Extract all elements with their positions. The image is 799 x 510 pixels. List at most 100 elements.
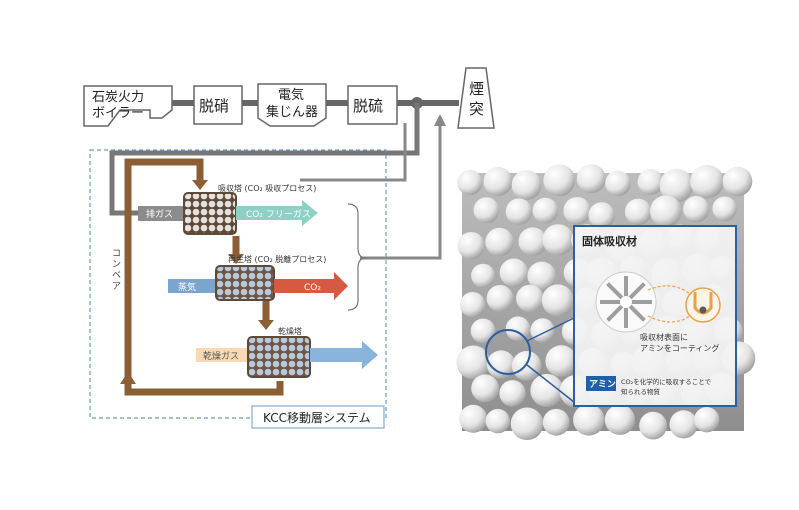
pellet-ball — [532, 197, 559, 224]
pellet-ball — [545, 345, 577, 377]
pellet-ball — [542, 224, 574, 256]
stack-box: 煙 突 — [457, 67, 495, 129]
regenerator-row: 再生塔 (CO₂ 脱離プロセス) 蒸気 CO₂ — [168, 254, 348, 301]
pellet-ball — [690, 164, 724, 199]
conveyor-label-3: ベ — [112, 271, 121, 281]
pellet-ball — [485, 408, 510, 434]
regenerator-tower — [215, 265, 275, 301]
pellet-ball — [499, 380, 526, 407]
pellet-ball — [459, 292, 486, 318]
pellet-ball — [485, 227, 514, 257]
boiler-label-2: ボイラー — [92, 106, 144, 121]
absorber-row: 吸収塔 (CO₂ 吸収プロセス) 排ガス CO₂ フリーガス — [138, 183, 318, 235]
outlet-bracket — [347, 203, 367, 311]
co2-free-gas-label: CO₂ フリーガス — [246, 209, 311, 220]
coating-note-1: 吸収材表面に — [640, 332, 688, 342]
steam-label: 蒸気 — [178, 281, 196, 293]
dry-gas-label: 乾燥ガス — [203, 350, 239, 362]
dryer-out-arrow — [310, 341, 378, 369]
conveyor-loop: コ ン ベ ア — [112, 158, 284, 396]
pellet-ball — [527, 261, 556, 291]
system-title: KCC移動層システム — [263, 411, 371, 425]
co2-arrow — [274, 272, 348, 300]
pellet-ball — [499, 258, 529, 287]
dryer-label: 乾燥塔 — [278, 326, 302, 336]
amine-desc-2: 知られる物質 — [621, 387, 661, 396]
pellet-ball — [624, 198, 652, 225]
stack-label-1: 煙 — [469, 80, 484, 98]
pellet-ball — [543, 164, 576, 197]
pellet-ball — [511, 351, 542, 381]
pellet-ball — [505, 316, 531, 342]
boiler-box: 石炭火力 ボイラー — [83, 85, 173, 127]
regenerator-label: 再生塔 (CO₂ 脱離プロセス) — [228, 254, 326, 264]
electrostatic-precipitator-box: 電気 集じん器 — [257, 83, 327, 127]
esp-label-2: 集じん器 — [266, 104, 318, 120]
pellet-ball — [486, 350, 516, 379]
steam-arrow — [168, 279, 216, 293]
pellet-ball — [473, 197, 500, 224]
pellet-ball — [486, 285, 514, 312]
pellet-ball — [542, 408, 570, 436]
amine-badge — [586, 376, 616, 391]
panel-title: 固体吸収材 — [582, 234, 637, 248]
pellet-ball — [639, 411, 667, 440]
pellet-ball — [637, 169, 664, 195]
pellet-ball — [483, 167, 513, 196]
kcc-system-frame — [89, 149, 387, 419]
pellet-ball — [712, 196, 737, 221]
pellet-ball — [510, 407, 544, 441]
pellet-ball — [471, 374, 499, 403]
conveyor-label-4: ア — [112, 282, 121, 292]
amine-badge-label: アミン — [589, 379, 616, 390]
cross-section-icon — [595, 271, 657, 333]
co2-label: CO₂ — [304, 283, 321, 293]
pellet-ball — [470, 318, 496, 344]
pellet-ball — [694, 407, 720, 433]
pellet-ball — [457, 169, 483, 196]
exhaust-gas-arrow — [138, 206, 184, 221]
pellet-ball — [683, 196, 710, 223]
pellet-ball — [541, 284, 574, 317]
dryer-row: 乾燥塔 乾燥ガス — [196, 326, 378, 378]
stack-label-2: 突 — [469, 100, 484, 118]
pellet-ball — [604, 404, 636, 435]
pellet-ball — [530, 318, 555, 343]
conveyor-label-2: ン — [112, 260, 121, 270]
exhaust-gas-label: 排ガス — [146, 208, 173, 220]
system-title-box: KCC移動層システム — [251, 405, 385, 429]
absorber-tower — [183, 192, 237, 235]
zoom-circle — [485, 329, 531, 375]
pellet-ball — [518, 227, 547, 256]
conveyor-label-1: コ — [112, 249, 121, 259]
pellet-ball — [459, 404, 488, 433]
absorbent-photo: 固体吸収材 吸収材表面に アミンをコーティング ア — [456, 164, 756, 441]
pellet-ball — [471, 263, 496, 288]
coating-note-2: アミンをコーティング — [640, 343, 719, 353]
pellet-ball — [659, 168, 694, 203]
denitration-label: 脱硝 — [199, 97, 229, 115]
amine-desc-1: CO₂を化学的に吸収することで — [621, 377, 712, 386]
pellet-ball — [456, 345, 491, 380]
desulfurization-box: 脱硫 — [347, 85, 398, 125]
desulfurization-label: 脱硫 — [353, 97, 383, 115]
pellet-ball — [669, 410, 698, 439]
pellet-ball — [505, 198, 533, 225]
pellet-ball — [516, 284, 544, 313]
co2-free-gas-arrow — [236, 200, 318, 226]
pellet-ball — [573, 404, 605, 436]
pellet-ball — [650, 195, 682, 227]
pellet-ball — [722, 166, 753, 197]
dryer-tower — [247, 336, 311, 378]
pellet-ball — [588, 202, 615, 229]
dry-gas-arrow — [196, 348, 248, 362]
denitration-box: 脱硝 — [193, 85, 243, 125]
pellet-ball — [576, 164, 606, 194]
esp-label-1: 電気 — [278, 87, 304, 103]
pellet-ball — [563, 197, 591, 225]
pellet-ball — [605, 170, 631, 197]
pellet-ball — [457, 232, 485, 260]
pellet-ball — [530, 373, 564, 407]
absorber-label: 吸収塔 (CO₂ 吸収プロセス) — [218, 183, 316, 193]
